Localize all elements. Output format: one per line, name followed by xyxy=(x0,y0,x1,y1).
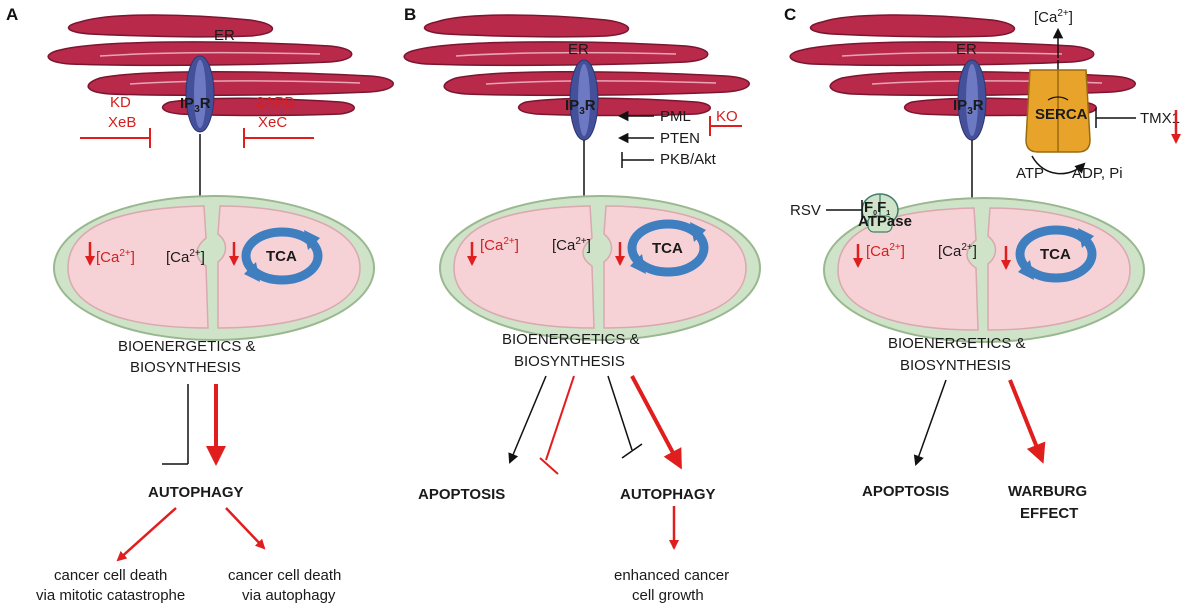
ip3r-label: IP3R xyxy=(953,97,984,117)
result-line: enhanced cancer xyxy=(614,567,729,584)
result-line: cell growth xyxy=(632,587,704,604)
mitochondrion xyxy=(439,195,761,341)
result-line: via mitotic catastrophe xyxy=(36,587,185,604)
inhibitor-xec: XeC xyxy=(258,114,287,131)
mitochondrion xyxy=(53,195,375,341)
knockout-label: KO xyxy=(716,108,738,125)
result-line: via autophagy xyxy=(242,587,336,604)
ca-mitochondrial: [Ca2+] xyxy=(938,242,977,260)
panel-letter: B xyxy=(404,5,416,24)
panel-letter: C xyxy=(784,5,796,24)
ip3r-label: IP3R xyxy=(565,97,596,117)
outcome-autophagy: AUTOPHAGY xyxy=(620,486,716,503)
tca-label: TCA xyxy=(266,248,297,265)
er-label: ER xyxy=(568,41,589,58)
ip3-receptor xyxy=(185,55,215,133)
atpase-f-label: F0F1 xyxy=(864,199,890,217)
result-line: cancer cell death xyxy=(228,567,341,584)
rsv-label: RSV xyxy=(790,202,821,219)
outcome-autophagy: AUTOPHAGY xyxy=(148,484,244,501)
outcome-apoptosis: APOPTOSIS xyxy=(418,486,505,503)
regulator-pml: PML xyxy=(660,108,691,125)
er-label: ER xyxy=(956,41,977,58)
serca-pump xyxy=(1025,69,1091,153)
bioenergetics-label: BIOENERGETICS & xyxy=(502,331,640,348)
ca-cytosolic: [Ca2+] xyxy=(866,242,905,260)
biosynthesis-label: BIOSYNTHESIS xyxy=(130,359,241,376)
inhibitor-kd: KD xyxy=(110,94,131,111)
inhibitor-xeb: XeB xyxy=(108,114,136,131)
outcome-apoptosis: APOPTOSIS xyxy=(862,483,949,500)
tmx1-label: TMX1 xyxy=(1140,110,1180,127)
panel-c: C ER [Ca2+] IP3R SERCA TMX1 ATP ADP, Pi xyxy=(784,5,1181,522)
ip3-receptor xyxy=(957,59,987,141)
bioenergetics-label: BIOENERGETICS & xyxy=(118,338,256,355)
outcome-effect: EFFECT xyxy=(1020,505,1078,522)
result-line: cancer cell death xyxy=(54,567,167,584)
panel-a: A ER IP3R KD XeB 2APB XeC [Ca2+] [Ca2+] … xyxy=(6,5,395,604)
panel-b: B ER IP3R PML PTEN PKB/Akt KO [Ca2+] [Ca… xyxy=(403,5,761,604)
ca-cytosolic: [Ca2+] xyxy=(480,236,519,254)
ip3r-label: IP3R xyxy=(180,95,211,115)
inhibitor-2apb: 2APB xyxy=(256,94,294,111)
ca-mitochondrial: [Ca2+] xyxy=(552,236,591,254)
regulator-pkb-akt: PKB/Akt xyxy=(660,151,717,168)
adp-label: ADP, Pi xyxy=(1072,165,1123,182)
panel-letter: A xyxy=(6,5,18,24)
biosynthesis-label: BIOSYNTHESIS xyxy=(514,353,625,370)
ca-cytosolic: [Ca2+] xyxy=(96,248,135,266)
er-label: ER xyxy=(214,27,235,44)
biosynthesis-label: BIOSYNTHESIS xyxy=(900,357,1011,374)
regulator-pten: PTEN xyxy=(660,130,700,147)
tca-label: TCA xyxy=(652,240,683,257)
ca-er-lumen: [Ca2+] xyxy=(1034,8,1073,26)
atp-label: ATP xyxy=(1016,165,1044,182)
serca-label: SERCA xyxy=(1035,106,1088,123)
bioenergetics-label: BIOENERGETICS & xyxy=(888,335,1026,352)
atpase-label: ATPase xyxy=(858,213,912,230)
ca-mitochondrial: [Ca2+] xyxy=(166,248,205,266)
outcome-warburg: WARBURG xyxy=(1008,483,1087,500)
tca-label: TCA xyxy=(1040,246,1071,263)
